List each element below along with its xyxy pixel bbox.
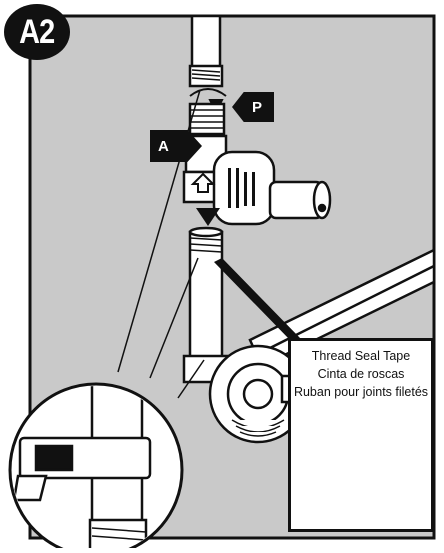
lower-supply-pipe bbox=[188, 226, 224, 362]
callout-a-label: A bbox=[158, 137, 169, 155]
shutoff-valve bbox=[212, 150, 332, 226]
down-arrow bbox=[196, 208, 220, 226]
tape-leader bbox=[214, 258, 300, 340]
step-label: A2 bbox=[19, 12, 55, 51]
callout-p-label: P bbox=[251, 98, 262, 116]
flow-arrow bbox=[190, 172, 216, 193]
thread-seal-tape-box: Thread Seal Tape Cinta de roscas Ruban p… bbox=[288, 338, 434, 532]
magnified-inset bbox=[8, 382, 184, 553]
step-badge: A2 bbox=[4, 4, 70, 60]
tape-label-french: Ruban pour joints filetés bbox=[293, 385, 429, 399]
valve-rough-in bbox=[182, 344, 308, 444]
upper-supply-pipe bbox=[188, 14, 224, 88]
tape-label-english: Thread Seal Tape bbox=[311, 349, 411, 363]
tape-label-spanish: Cinta de roscas bbox=[317, 367, 405, 381]
compression-nut bbox=[188, 102, 226, 136]
